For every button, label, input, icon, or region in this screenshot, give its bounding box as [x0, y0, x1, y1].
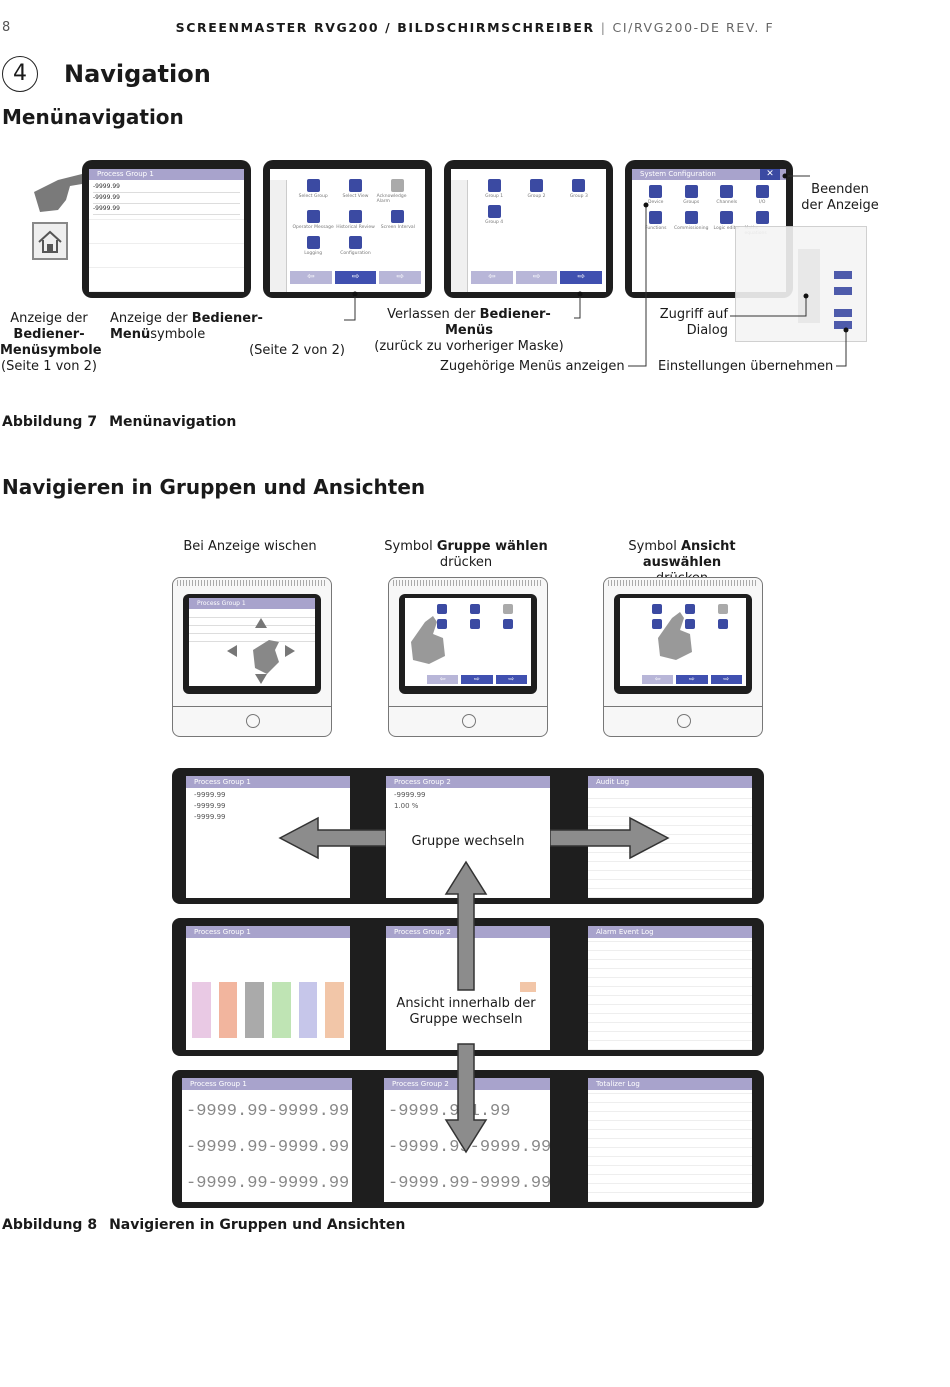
- section-heading-groups: Navigieren in Gruppen und Ansichten: [2, 475, 426, 499]
- value: -9999.99: [93, 194, 120, 201]
- close-icon: ✕: [760, 169, 780, 180]
- label-operator-menu-page2: Anzeige der Bediener-Menüsymbole (Seite …: [110, 311, 345, 358]
- device-select-view: ⇦⇨⇨: [603, 577, 763, 737]
- panel-process-group-1-digital: Process Group 1 -9999.99-9999.99 -9999.9…: [182, 1078, 352, 1202]
- screen-title: Process Group 1: [89, 169, 244, 180]
- screen-operator-menu-page2: Select Group Select View Acknowledge Ala…: [263, 160, 432, 298]
- value: -9999.99: [93, 205, 120, 212]
- screen-title: System Configuration: [632, 169, 786, 180]
- swipe-arrows-icon: [227, 618, 295, 684]
- callout-change-view: Ansicht innerhalb der Gruppe wechseln: [392, 992, 540, 1040]
- label-operator-menu-page1: Anzeige der Bediener- Menüsymbole (Seite…: [0, 311, 102, 374]
- panel-process-group-1-bars: Process Group 1: [186, 926, 350, 1050]
- dialog-preview: [735, 226, 867, 342]
- running-header: SCREENMASTER RVG200 / BILDSCHIRMSCHREIBE…: [0, 20, 950, 35]
- leader-lines: [344, 173, 849, 367]
- screen-process-group: Process Group 1 -9999.99 -9999.99 -9999.…: [82, 160, 251, 298]
- screen-nav-bar: ⇦⇨⇨: [290, 271, 422, 284]
- label-exit-display: Beenden der Anzeige: [801, 182, 879, 213]
- running-header-revision: CI/RVG200-DE REV. F: [612, 20, 775, 35]
- panel-totalizer-log: Totalizer Log: [588, 1078, 752, 1202]
- callout-change-group: Gruppe wechseln: [386, 828, 550, 856]
- home-icon: [32, 222, 68, 260]
- section-heading-menu: Menünavigation: [2, 105, 184, 129]
- device-swipe: Process Group 1: [172, 577, 332, 737]
- running-header-separator: |: [600, 20, 607, 35]
- hand-tap-icon: [658, 612, 692, 660]
- running-header-title: SCREENMASTER RVG200 / BILDSCHIRMSCHREIBE…: [175, 20, 595, 35]
- step-swipe-label: Bei Anzeige wischen: [183, 539, 317, 554]
- step-select-group-label: Symbol Gruppe wählen drücken: [384, 539, 548, 570]
- chapter-title: Navigation: [64, 60, 211, 88]
- screen-group-select: Group 1 Group 2 Group 3 Group 4 ⇦⇨⇨: [444, 160, 613, 298]
- device-select-group: ⇦⇨⇨: [388, 577, 548, 737]
- page-number: 8: [2, 20, 11, 35]
- value: -9999.99: [93, 183, 120, 190]
- label-show-related-menus: Zugehörige Menüs anzeigen: [440, 359, 625, 374]
- panel-alarm-event-log: Alarm Event Log: [588, 926, 752, 1050]
- hand-tap-icon: [411, 616, 445, 664]
- label-apply-settings: Einstellungen übernehmen: [658, 359, 834, 374]
- label-exit-operator-menu: Verlassen der Bediener-Menüs (zurück zu …: [374, 307, 564, 354]
- label-access-dialog: Zugriff auf Dialog: [659, 307, 728, 338]
- hand-pointer-icon: [34, 174, 92, 212]
- chapter-number: 4: [2, 56, 38, 92]
